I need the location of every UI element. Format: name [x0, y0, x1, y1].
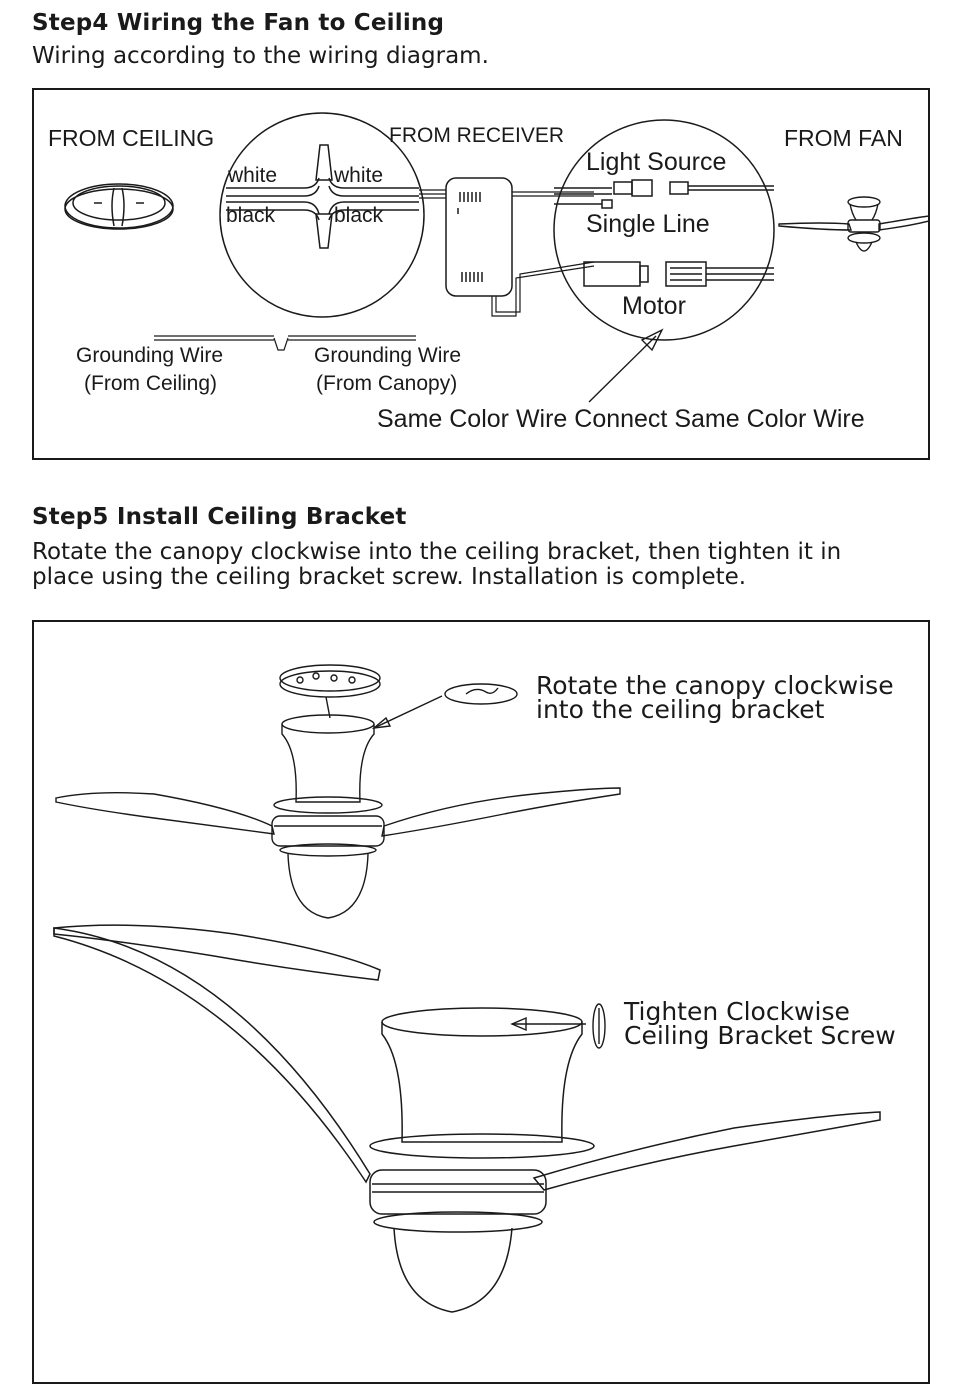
rotate-label-line2: into the ceiling bracket [536, 695, 825, 724]
connector-detail-circle [553, 119, 775, 341]
wiring-diagram: FROM CEILING FROM RECEIVER FROM FAN whit… [48, 112, 930, 433]
grounding-canopy-line2: (From Canopy) [316, 372, 457, 395]
grounding-canopy-line1: Grounding Wire [314, 344, 461, 367]
install-diagram: Rotate the canopy clockwise into the cei… [53, 664, 896, 1313]
step5-description-line1: Rotate the canopy clockwise into the cei… [32, 539, 842, 565]
rotate-label-line1: Rotate the canopy clockwise [536, 671, 894, 700]
black-right-label: black [334, 204, 384, 227]
tighten-label-line1: Tighten Clockwise [623, 997, 850, 1026]
grounding-ceiling-line1: Grounding Wire [76, 344, 223, 367]
black-left-label: black [226, 204, 276, 227]
step5-description-line2: place using the ceiling bracket screw. I… [32, 564, 747, 590]
rotate-arrow-icon [371, 683, 518, 729]
light-source-label: Light Source [586, 148, 726, 176]
fan-icon [778, 196, 930, 252]
wiring-diagram-panel: FROM CEILING FROM RECEIVER FROM FAN whit… [32, 88, 930, 460]
fan-upper-icon [55, 714, 621, 919]
receiver-output-wires [491, 191, 595, 317]
pointer-arrow [588, 328, 664, 403]
grounding-ceiling-line2: (From Ceiling) [84, 372, 217, 395]
single-line-label: Single Line [586, 210, 710, 238]
from-fan-label: FROM FAN [784, 125, 903, 151]
grounding-wires [154, 335, 416, 351]
receiver-input-wires [419, 189, 446, 199]
tighten-label-line2: Ceiling Bracket Screw [624, 1021, 896, 1050]
wire-nut-detail-circle [219, 112, 425, 318]
from-ceiling-label: FROM CEILING [48, 125, 214, 151]
connectors-icon [554, 179, 774, 287]
same-color-note: Same Color Wire Connect Same Color Wire [377, 405, 865, 433]
receiver-icon [445, 177, 513, 297]
white-right-label: white [333, 164, 383, 187]
step4-title: Step4 Wiring the Fan to Ceiling [32, 10, 445, 36]
motor-label: Motor [622, 292, 686, 320]
step4-description: Wiring according to the wiring diagram. [32, 43, 489, 69]
step5-title: Step5 Install Ceiling Bracket [32, 504, 407, 530]
fan-lower-icon [53, 924, 881, 1313]
ceiling-plate-icon [64, 183, 174, 230]
screw-arrow-icon [510, 1003, 606, 1049]
wire-nuts-icon [226, 144, 419, 249]
from-receiver-label: FROM RECEIVER [389, 124, 564, 147]
ceiling-bracket-icon [279, 664, 381, 719]
white-left-label: white [227, 164, 277, 187]
install-diagram-panel: Rotate the canopy clockwise into the cei… [32, 620, 930, 1384]
